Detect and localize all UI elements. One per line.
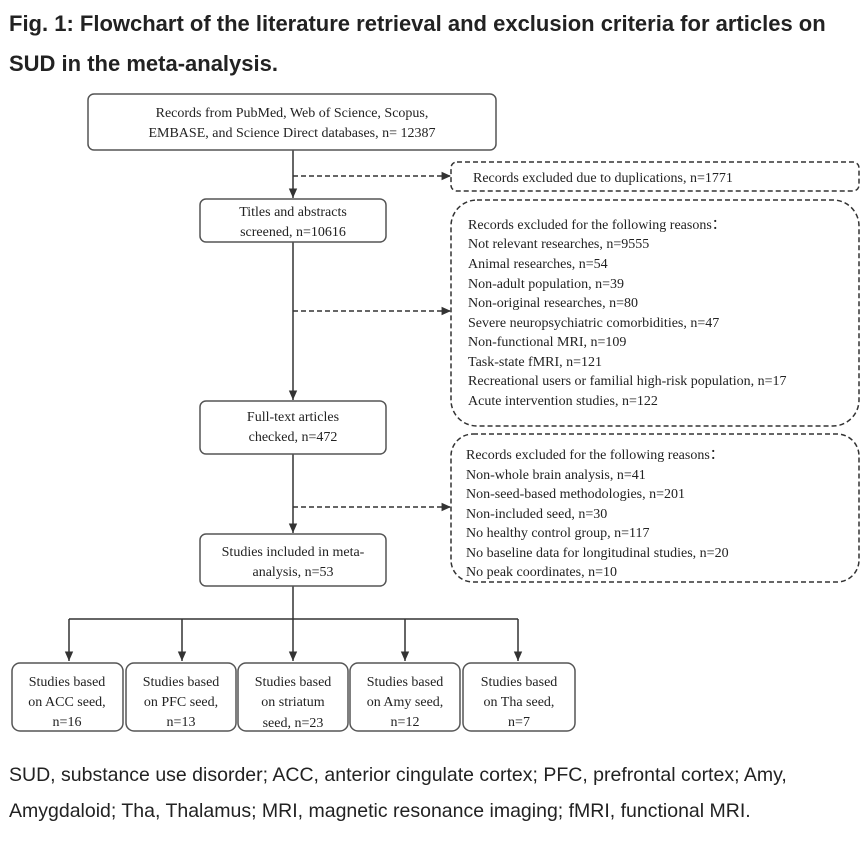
seed-line3: seed, n=23 — [263, 716, 324, 731]
included-box: Studies included in meta- analysis, n=53 — [199, 533, 387, 587]
exclusion1-header: Records excluded for the following reaso… — [468, 218, 726, 233]
included-line2: analysis, n=53 — [253, 565, 334, 580]
exclusion2-item: Non-included seed, n=30 — [466, 507, 607, 522]
seed-line2: on striatum — [261, 695, 324, 710]
exclusion1-item: Not relevant researches, n=9555 — [468, 237, 649, 252]
screened-box: Titles and abstracts screened, n=10616 — [199, 198, 387, 243]
exclusion-box-1: Records excluded for the following reaso… — [450, 199, 860, 427]
seed-box-striatum: Studies based on striatum seed, n=23 — [237, 662, 349, 732]
included-line1: Studies included in meta- — [222, 545, 365, 560]
records-line2: EMBASE, and Science Direct databases, n=… — [148, 126, 435, 141]
seed-line2: on Amy seed, — [367, 695, 444, 710]
records-line1: Records from PubMed, Web of Science, Sco… — [156, 106, 429, 121]
records-box: Records from PubMed, Web of Science, Sco… — [87, 93, 497, 151]
exclusion2-header: Records excluded for the following reaso… — [466, 448, 724, 463]
seed-line3: n=16 — [53, 715, 82, 730]
screened-line1: Titles and abstracts — [239, 205, 347, 220]
exclusion-box-2: Records excluded for the following reaso… — [450, 433, 860, 583]
seed-line1: Studies based — [367, 675, 444, 690]
fulltext-line2: checked, n=472 — [249, 430, 338, 445]
seed-line2: on Tha seed, — [484, 695, 555, 710]
duplicates-text: Records excluded due to duplications, n=… — [473, 171, 733, 186]
seed-line3: n=7 — [508, 715, 530, 730]
exclusion1-item: Recreational users or familial high-risk… — [468, 374, 787, 389]
exclusion1-item: Severe neuropsychiatric comorbidities, n… — [468, 316, 719, 331]
figure-title: Fig. 1: Flowchart of the literature retr… — [9, 11, 826, 76]
seed-line1: Studies based — [29, 675, 106, 690]
seed-box-acc: Studies based on ACC seed, n=16 — [11, 662, 124, 732]
exclusion1-item: Non-original researches, n=80 — [468, 296, 638, 311]
seed-line1: Studies based — [255, 675, 332, 690]
exclusion2-item: No baseline data for longitudinal studie… — [466, 546, 729, 561]
exclusion2-item: Non-seed-based methodologies, n=201 — [466, 487, 685, 502]
seed-line1: Studies based — [481, 675, 558, 690]
exclusion1-item: Non-adult population, n=39 — [468, 277, 624, 292]
screened-line2: screened, n=10616 — [240, 225, 346, 240]
seed-line2: on PFC seed, — [144, 695, 218, 710]
exclusion2-item: Non-whole brain analysis, n=41 — [466, 468, 646, 483]
seed-line3: n=12 — [391, 715, 420, 730]
exclusion1-item: Task-state fMRI, n=121 — [468, 355, 602, 370]
seed-box-tha: Studies based on Tha seed, n=7 — [462, 662, 576, 732]
fulltext-line1: Full-text articles — [247, 410, 339, 425]
seed-box-amy: Studies based on Amy seed, n=12 — [349, 662, 461, 732]
seed-line2: on ACC seed, — [28, 695, 105, 710]
seed-line1: Studies based — [143, 675, 220, 690]
seed-line3: n=13 — [167, 715, 196, 730]
exclusion1-item: Acute intervention studies, n=122 — [468, 394, 658, 409]
exclusion1-item: Animal researches, n=54 — [468, 257, 608, 272]
exclusion2-item: No peak coordinates, n=10 — [466, 565, 617, 580]
duplicates-box: Records excluded due to duplications, n=… — [450, 161, 860, 192]
figure-caption: SUD, substance use disorder; ACC, anteri… — [9, 764, 787, 822]
fulltext-box: Full-text articles checked, n=472 — [199, 400, 387, 455]
seed-box-pfc: Studies based on PFC seed, n=13 — [125, 662, 237, 732]
exclusion2-item: No healthy control group, n=117 — [466, 526, 650, 541]
exclusion1-item: Non-functional MRI, n=109 — [468, 335, 626, 350]
